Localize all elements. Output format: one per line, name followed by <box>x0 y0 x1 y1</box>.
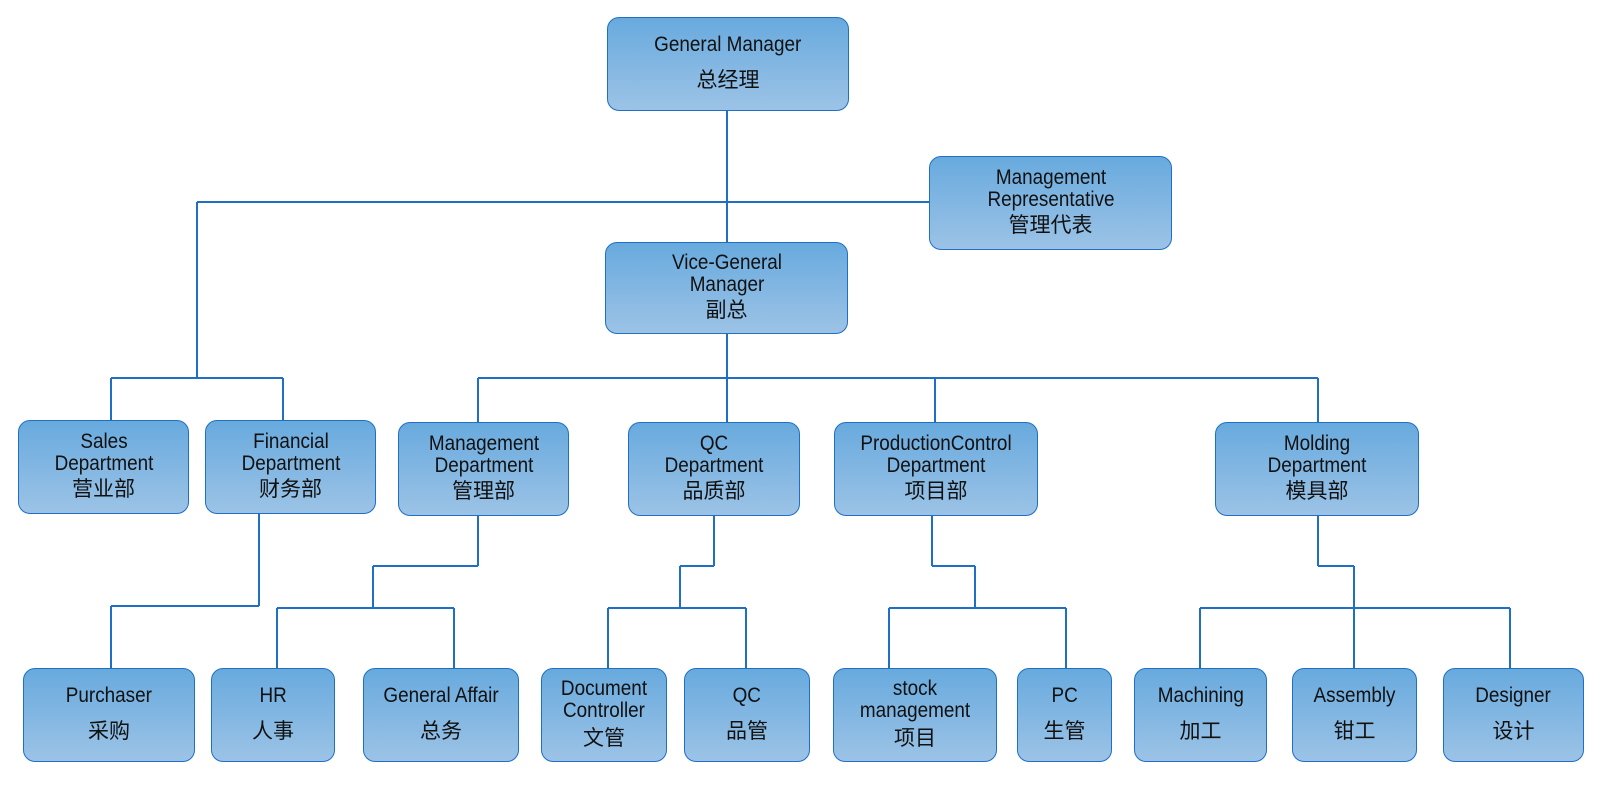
node-title-en: QC <box>732 684 762 707</box>
node-title-en: Machining <box>1157 684 1244 707</box>
node-title-zh: 副总 <box>705 299 748 322</box>
node-title-zh: 项目部 <box>904 480 968 503</box>
node-title-en: stock management <box>859 677 971 722</box>
node-title-en: PC <box>1051 684 1078 707</box>
node-title-zh: 设计 <box>1492 720 1535 743</box>
node-title-zh: 生管 <box>1043 720 1086 743</box>
node-title-zh: 总务 <box>420 720 462 743</box>
node-title-en: General Affair <box>383 684 499 707</box>
node-title-en: Financial Department <box>241 430 340 475</box>
node-hr: HR 人事 <box>211 668 335 762</box>
node-title-en: QC Department <box>664 432 764 477</box>
node-title-en: ProductionControl Department <box>860 432 1012 477</box>
node-title-en: Document Controller <box>560 677 648 722</box>
node-title-en: Sales Department <box>54 430 153 475</box>
node-title-en: Purchaser <box>65 684 153 707</box>
node-title-en: Assembly <box>1313 684 1396 707</box>
node-stock-management: stock management 项目 <box>833 668 997 762</box>
node-title-en: HR <box>259 684 287 707</box>
node-title-zh: 财务部 <box>259 478 322 501</box>
node-general-manager: General Manager 总经理 <box>607 17 849 111</box>
node-title-zh: 人事 <box>252 720 294 743</box>
node-pc: PC 生管 <box>1017 668 1112 762</box>
node-purchaser: Purchaser 采购 <box>23 668 195 762</box>
node-title-zh: 品管 <box>726 720 768 743</box>
node-title-zh: 品质部 <box>682 480 746 503</box>
node-management-representative: Management Representative 管理代表 <box>929 156 1172 250</box>
node-title-zh: 文管 <box>583 727 625 750</box>
node-production-control-department: ProductionControl Department 项目部 <box>834 422 1038 516</box>
node-title-zh: 总经理 <box>696 69 760 92</box>
node-title-zh: 采购 <box>88 720 130 743</box>
node-title-en: Molding Department <box>1267 432 1367 477</box>
node-molding-department: Molding Department 模具部 <box>1215 422 1419 516</box>
node-title-zh: 钳工 <box>1333 720 1376 743</box>
node-assembly: Assembly 钳工 <box>1292 668 1417 762</box>
node-document-controller: Document Controller 文管 <box>541 668 667 762</box>
node-general-affair: General Affair 总务 <box>363 668 519 762</box>
node-qc: QC 品管 <box>684 668 810 762</box>
node-title-zh: 管理代表 <box>1008 214 1093 237</box>
node-financial-department: Financial Department 财务部 <box>205 420 376 514</box>
node-vice-general-manager: Vice-General Manager 副总 <box>605 242 848 334</box>
node-title-en: Vice-General Manager <box>671 251 782 296</box>
node-title-zh: 加工 <box>1179 720 1222 743</box>
node-title-zh: 管理部 <box>452 480 515 503</box>
node-title-en: Management Representative <box>986 166 1115 211</box>
node-title-en: Management Department <box>428 432 539 477</box>
node-management-department: Management Department 管理部 <box>398 422 569 516</box>
node-title-zh: 模具部 <box>1285 480 1349 503</box>
node-title-en: Designer <box>1475 684 1552 707</box>
node-sales-department: Sales Department 营业部 <box>18 420 189 514</box>
node-qc-department: QC Department 品质部 <box>628 422 800 516</box>
node-designer: Designer 设计 <box>1443 668 1584 762</box>
node-title-zh: 项目 <box>894 727 936 750</box>
node-machining: Machining 加工 <box>1134 668 1267 762</box>
node-title-zh: 营业部 <box>72 478 135 501</box>
node-title-en: General Manager <box>654 33 802 56</box>
